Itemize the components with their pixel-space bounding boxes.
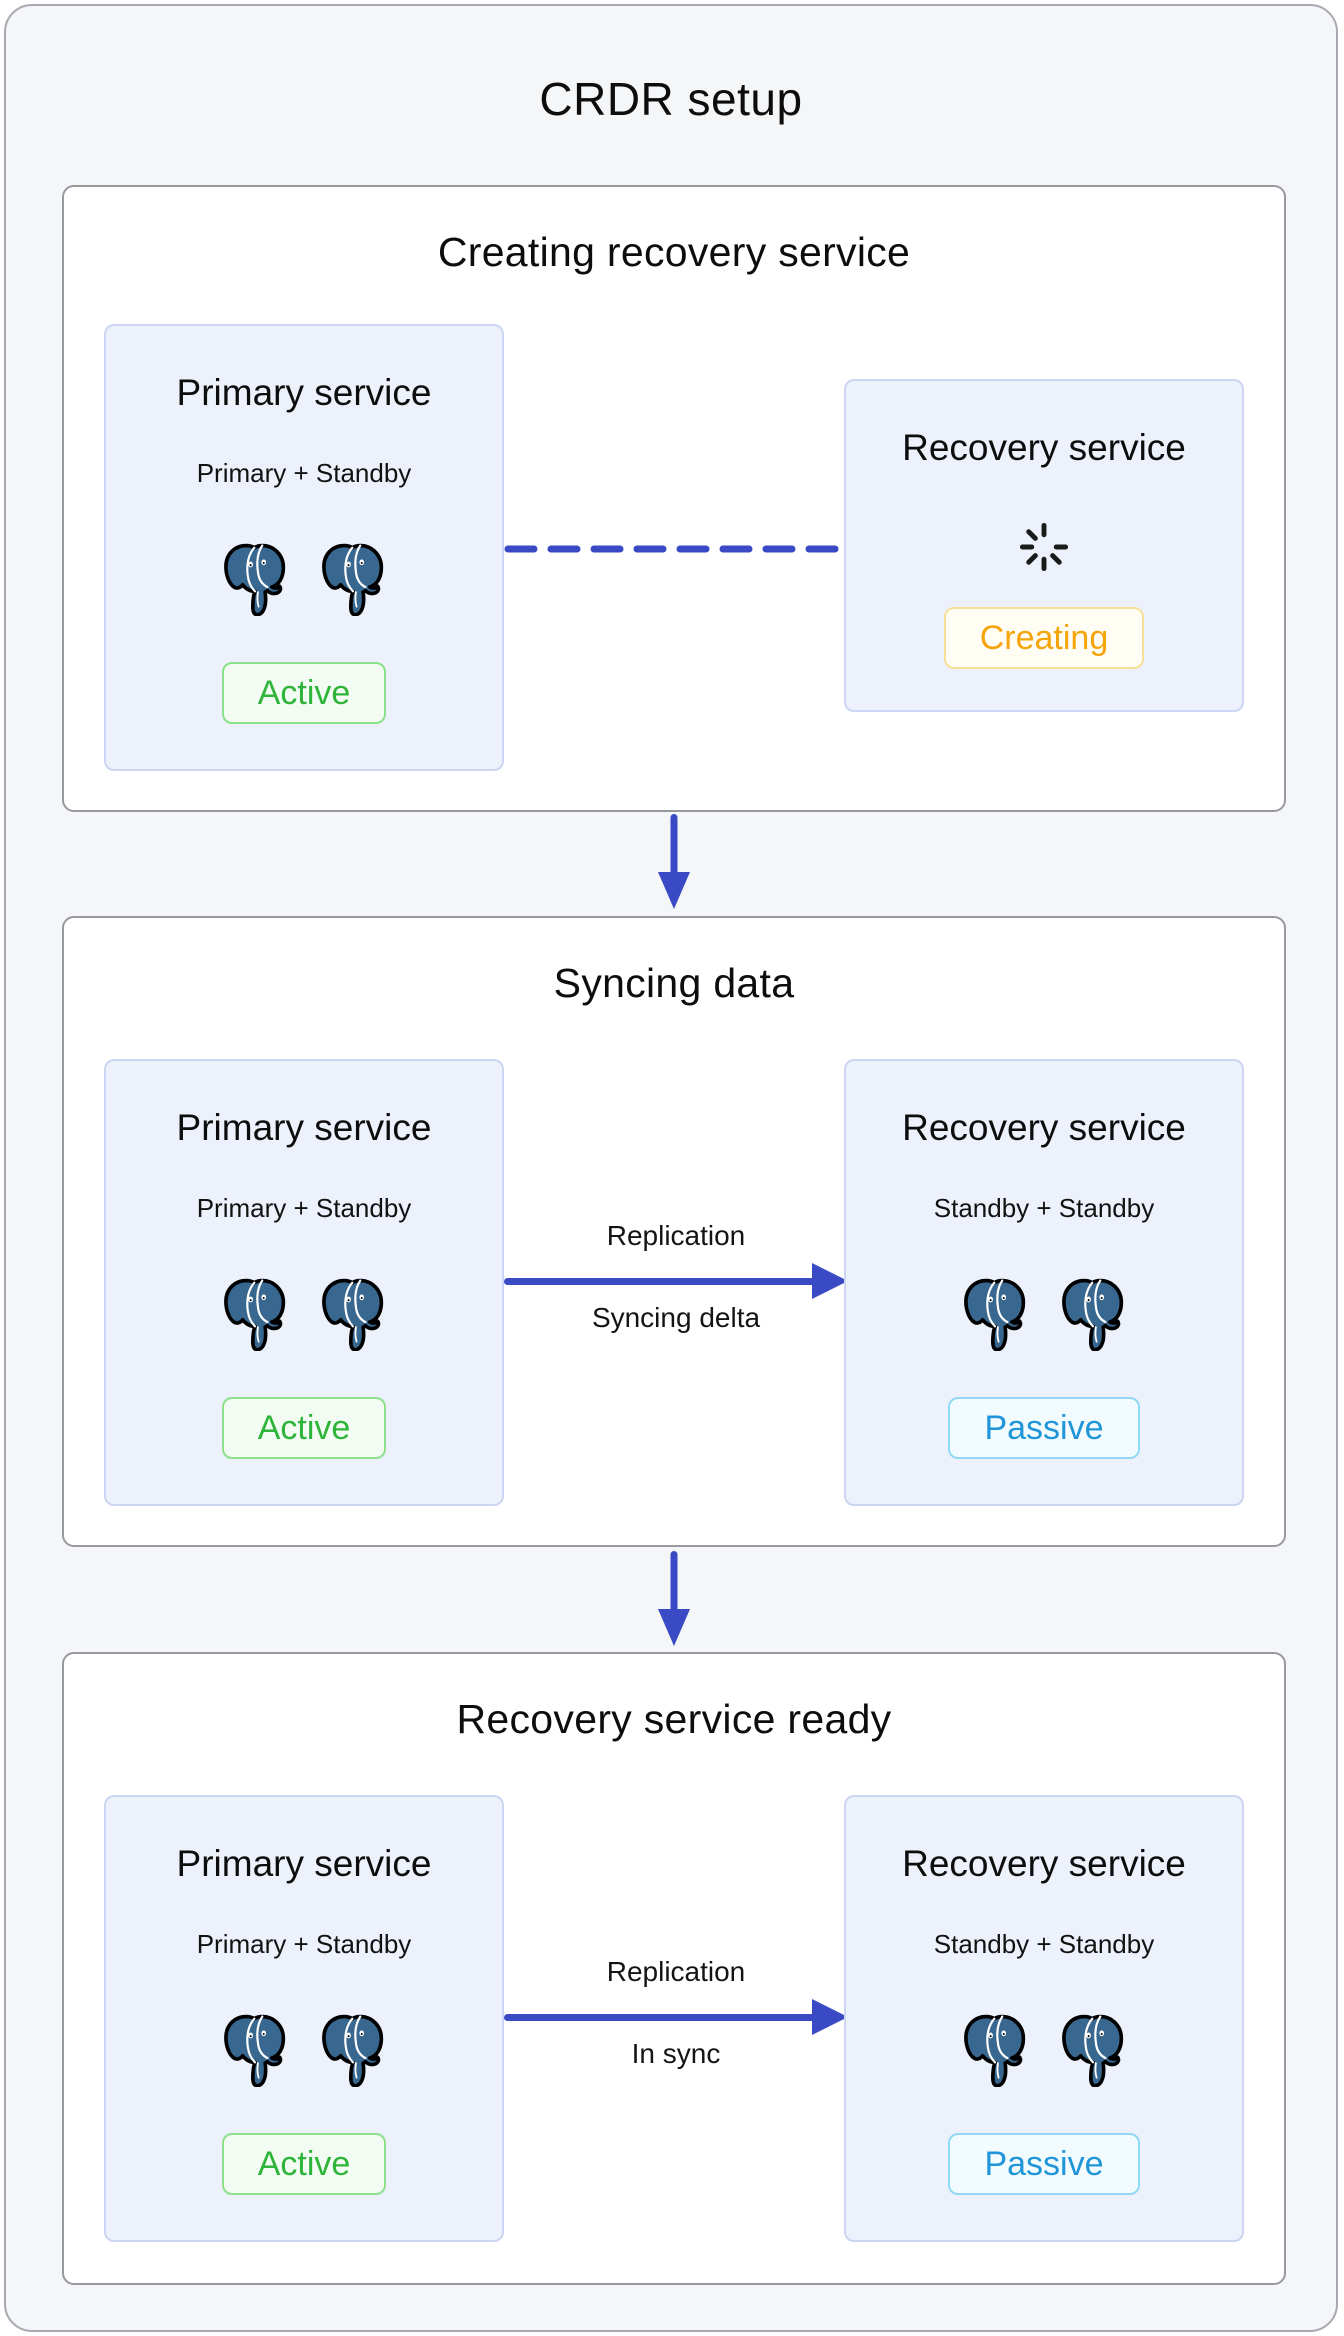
crdr-diagram-panel: CRDR setup Creating recovery service Pri… [4, 4, 1338, 2332]
card-subtitle: Primary + Standby [196, 458, 412, 488]
card-title: Primary service [176, 372, 432, 413]
postgres-instances [846, 1277, 1242, 1351]
badge-row: Passive [846, 2133, 1242, 2195]
badge-row: Active [106, 1397, 502, 1459]
down-arrow-icon [654, 812, 694, 912]
replication-arrow-icon [504, 1261, 848, 1301]
card-subtitle: Standby + Standby [933, 1929, 1155, 1959]
stage-creating-recovery-service: Creating recovery service Primary servic… [62, 185, 1286, 812]
status-badge: Active [221, 662, 387, 724]
postgresql-elephant-icon [223, 1277, 287, 1351]
down-arrow-icon [654, 1549, 694, 1649]
postgresql-elephant-icon [1061, 1277, 1125, 1351]
postgresql-elephant-icon [321, 2013, 385, 2087]
stage-title: Recovery service ready [456, 1696, 892, 1742]
status-badge: Passive [948, 1397, 1140, 1459]
primary-service-card: Primary service Primary + Standby Active [104, 324, 504, 771]
status-badge: Active [221, 1397, 387, 1459]
recovery-service-card: Recovery service Standby + Standby Passi… [844, 1795, 1244, 2242]
replication-label: Replication [606, 1220, 746, 1251]
replication-arrow-icon [504, 1997, 848, 2037]
postgresql-elephant-icon [1061, 2013, 1125, 2087]
card-title: Recovery service [902, 1843, 1186, 1884]
stage-syncing-data: Syncing data Primary service Primary + S… [62, 916, 1286, 1547]
card-subtitle: Primary + Standby [196, 1193, 412, 1223]
status-badge: Active [221, 2133, 387, 2195]
spinner-icon [1016, 519, 1072, 575]
postgresql-elephant-icon [963, 1277, 1027, 1351]
badge-row: Active [106, 662, 502, 724]
badge-row: Passive [846, 1397, 1242, 1459]
spinner-box [846, 519, 1242, 575]
recovery-service-card: Recovery service Standby + Standby Passi… [844, 1059, 1244, 1506]
postgresql-elephant-icon [963, 2013, 1027, 2087]
stage-recovery-service-ready: Recovery service ready Primary service P… [62, 1652, 1286, 2285]
dashed-link-line [504, 545, 848, 553]
card-title: Primary service [176, 1843, 432, 1884]
postgresql-elephant-icon [321, 1277, 385, 1351]
postgresql-elephant-icon [223, 542, 287, 616]
primary-service-card: Primary service Primary + Standby Active [104, 1795, 504, 2242]
page-title: CRDR setup [539, 73, 803, 125]
card-subtitle: Standby + Standby [933, 1193, 1155, 1223]
stage-title: Syncing data [553, 960, 795, 1006]
recovery-service-card: Recovery service Creating [844, 379, 1244, 712]
sync-state-label: Syncing delta [591, 1302, 761, 1333]
card-title: Primary service [176, 1107, 432, 1148]
postgresql-elephant-icon [223, 2013, 287, 2087]
postgres-instances [106, 542, 502, 616]
badge-row: Active [106, 2133, 502, 2195]
card-title: Recovery service [902, 427, 1186, 468]
postgres-instances [846, 2013, 1242, 2087]
badge-row: Creating [846, 607, 1242, 669]
primary-service-card: Primary service Primary + Standby Active [104, 1059, 504, 1506]
card-title: Recovery service [902, 1107, 1186, 1148]
postgres-instances [106, 2013, 502, 2087]
status-badge: Creating [943, 607, 1145, 669]
postgres-instances [106, 1277, 502, 1351]
status-badge: Passive [948, 2133, 1140, 2195]
card-subtitle: Primary + Standby [196, 1929, 412, 1959]
sync-state-label: In sync [631, 2038, 721, 2069]
replication-label: Replication [606, 1956, 746, 1987]
stage-title: Creating recovery service [437, 229, 911, 275]
postgresql-elephant-icon [321, 542, 385, 616]
